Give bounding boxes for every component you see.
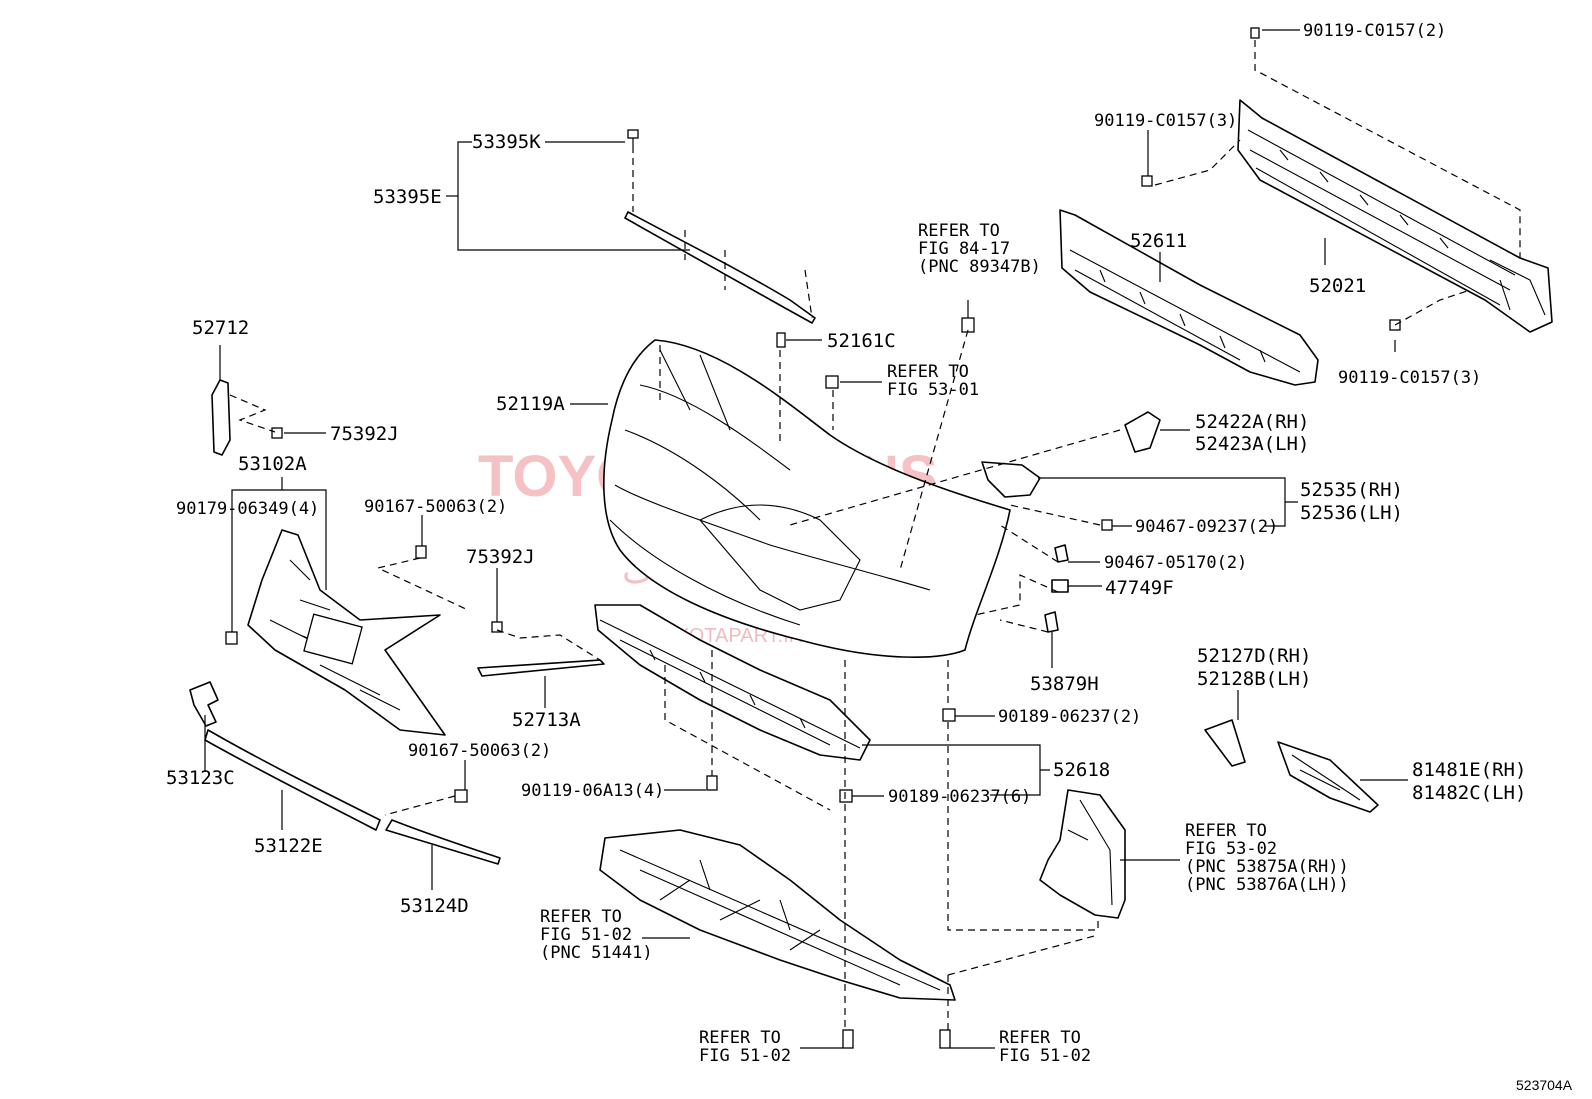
fog-covers bbox=[1204, 719, 1379, 813]
ref-51-02-left-line1: REFER TO bbox=[699, 1028, 781, 1048]
energy-absorber-52611 bbox=[1059, 209, 1319, 386]
bumper-reinforcement-52021 bbox=[1237, 99, 1553, 333]
label-75392j-bottom: 75392J bbox=[466, 546, 535, 568]
label-90119-c0157-3-bottom: 90119-C0157(3) bbox=[1338, 368, 1481, 388]
label-52422a-rh: 52422A(RH) bbox=[1195, 411, 1309, 433]
label-81482c-lh: 81482C(LH) bbox=[1412, 782, 1526, 804]
label-90119-c0157-3-top: 90119-C0157(3) bbox=[1094, 111, 1237, 131]
label-90467-05170: 90467-05170(2) bbox=[1104, 553, 1247, 573]
label-90467-09237: 90467-09237(2) bbox=[1135, 517, 1278, 537]
ref-51-02-cover-line2: FIG 51-02 bbox=[540, 925, 632, 945]
label-52611: 52611 bbox=[1130, 230, 1187, 252]
label-90119-c0157-2: 90119-C0157(2) bbox=[1303, 21, 1446, 41]
ref-84-17-line3: (PNC 89347B) bbox=[918, 257, 1041, 277]
label-52128b-lh: 52128B(LH) bbox=[1197, 668, 1311, 690]
label-53122e: 53122E bbox=[254, 835, 323, 857]
strip-52713a bbox=[477, 659, 605, 677]
lower-molding-parts bbox=[189, 681, 501, 865]
ref-53-01-line1: REFER TO bbox=[887, 362, 969, 382]
label-90167-50063-bottom: 90167-50063(2) bbox=[408, 741, 551, 761]
label-52021: 52021 bbox=[1309, 275, 1366, 297]
label-53102a: 53102A bbox=[238, 453, 307, 475]
label-53395k: 53395K bbox=[472, 131, 541, 153]
molding-53395e bbox=[624, 129, 816, 324]
ref-84-17-line2: FIG 84-17 bbox=[918, 239, 1010, 259]
ref-51-02-right-line2: FIG 51-02 bbox=[999, 1046, 1091, 1066]
label-90167-50063-top: 90167-50063(2) bbox=[364, 497, 507, 517]
label-52423a-lh: 52423A(LH) bbox=[1195, 433, 1309, 455]
fasteners bbox=[271, 27, 1401, 1049]
label-90189-06237-6: 90189-06237(6) bbox=[888, 787, 1031, 807]
label-52536-lh: 52536(LH) bbox=[1300, 502, 1403, 524]
fender-liner bbox=[1039, 789, 1126, 919]
ref-84-17-line1: REFER TO bbox=[918, 221, 1000, 241]
label-75392j-top: 75392J bbox=[330, 423, 399, 445]
part-labels: 90119-C0157(2) 90119-C0157(3) 52611 5202… bbox=[166, 21, 1573, 1093]
label-52127d-rh: 52127D(RH) bbox=[1197, 645, 1311, 667]
phantom-lines bbox=[229, 40, 1521, 1030]
small-brackets bbox=[981, 411, 1161, 633]
ref-53-02-line1: REFER TO bbox=[1185, 821, 1267, 841]
bracket-52712 bbox=[211, 379, 231, 456]
ref-53-02-line4: (PNC 53876A(LH)) bbox=[1185, 875, 1349, 895]
lower-spoiler-52618 bbox=[594, 604, 871, 761]
label-52535-rh: 52535(RH) bbox=[1300, 479, 1403, 501]
label-53879h: 53879H bbox=[1030, 673, 1099, 695]
label-52119a: 52119A bbox=[496, 393, 565, 415]
label-52713a: 52713A bbox=[512, 709, 581, 731]
label-52161c: 52161C bbox=[827, 330, 896, 352]
bumper-cover-52119a bbox=[603, 339, 1011, 658]
ref-51-02-right-line1: REFER TO bbox=[999, 1028, 1081, 1048]
ref-53-02-line2: FIG 53-02 bbox=[1185, 839, 1277, 859]
label-52712: 52712 bbox=[192, 317, 249, 339]
diagram-id: 523704A bbox=[1516, 1077, 1573, 1093]
ref-51-02-left-line2: FIG 51-02 bbox=[699, 1046, 791, 1066]
label-53124d: 53124D bbox=[400, 895, 469, 917]
ref-53-01-line2: FIG 53-01 bbox=[887, 380, 979, 400]
ref-51-02-cover-line3: (PNC 51441) bbox=[540, 943, 653, 963]
label-90179-06349: 90179-06349(4) bbox=[176, 499, 319, 519]
label-53395e: 53395E bbox=[373, 186, 442, 208]
grille-53102a bbox=[225, 529, 446, 736]
ref-51-02-cover-line1: REFER TO bbox=[540, 907, 622, 927]
label-81481e-rh: 81481E(RH) bbox=[1412, 759, 1526, 781]
engine-under-cover bbox=[599, 829, 956, 1001]
leader-lines bbox=[204, 29, 1408, 1049]
label-53123c: 53123C bbox=[166, 767, 235, 789]
label-90119-06a13: 90119-06A13(4) bbox=[521, 781, 664, 801]
label-52618: 52618 bbox=[1053, 759, 1110, 781]
label-47749f: 47749F bbox=[1105, 577, 1174, 599]
label-90189-06237-2: 90189-06237(2) bbox=[998, 707, 1141, 727]
ref-53-02-line3: (PNC 53875A(RH)) bbox=[1185, 857, 1349, 877]
